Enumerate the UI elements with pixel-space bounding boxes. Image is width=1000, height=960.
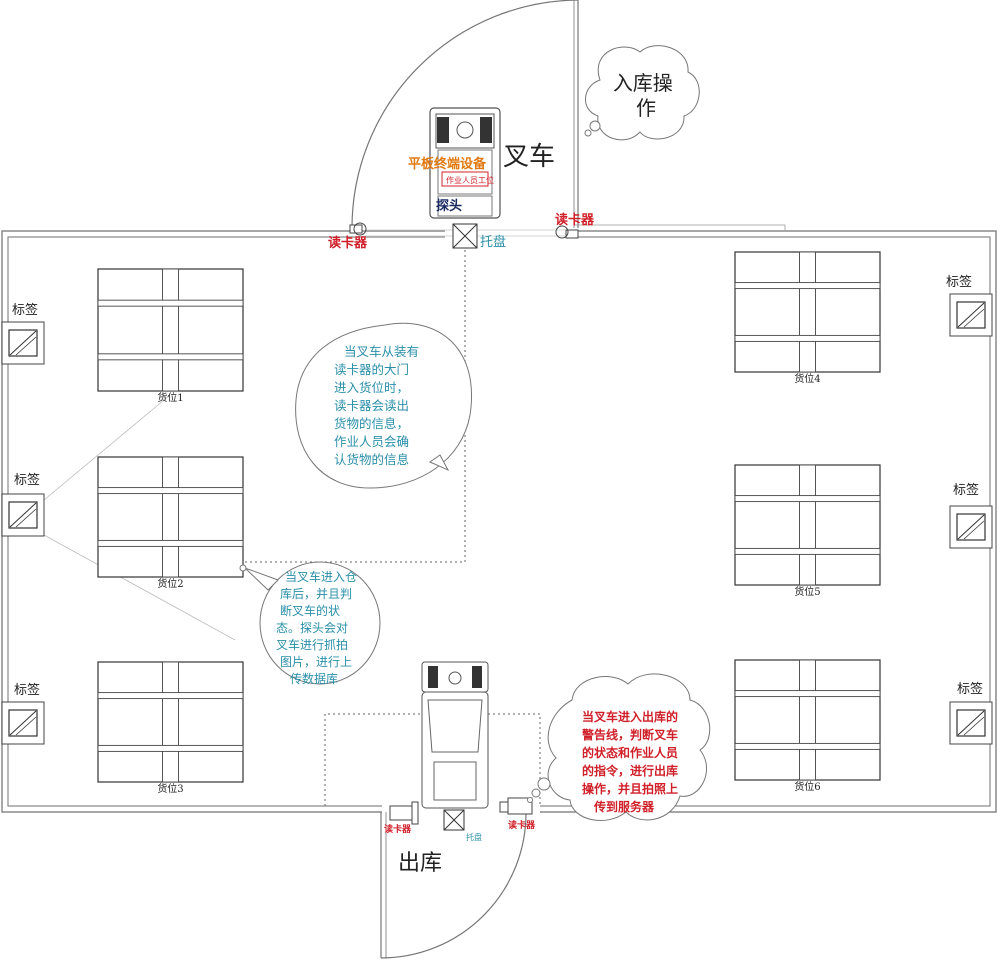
- top-reader-left-label: 读卡器: [328, 235, 368, 251]
- wheel: [437, 117, 449, 143]
- wall-tag-label-3: 标签: [14, 682, 40, 698]
- slot-label-4: 货位4: [794, 372, 820, 385]
- tag-connectors: [43, 394, 236, 641]
- storage-slot-5: 货位5: [734, 464, 881, 598]
- storage-slot-1: 货位1: [97, 268, 244, 404]
- top-reader-right-label: 读卡器: [555, 212, 595, 228]
- slot-label-2: 货位2: [157, 577, 183, 590]
- probe-bubble: [239, 561, 381, 685]
- slot-label-5: 货位5: [794, 585, 820, 598]
- probe-label: 探头: [436, 198, 462, 214]
- storage-slot-6: 货位6: [734, 659, 881, 793]
- wall-tag-label-4: 标签: [946, 274, 972, 290]
- bottom-reader-left-label: 读卡器: [384, 823, 412, 835]
- tablet-label: 平板终端设备: [408, 156, 487, 172]
- bottom-pallet-label: 托盘: [466, 832, 482, 842]
- entry-note-text: 当叉车从装有 读卡器的大门 进入货位时， 读卡器会读出 货物的信息， 作业人员会…: [334, 344, 423, 467]
- wheel: [428, 666, 438, 688]
- inbound-cloud: [584, 45, 700, 141]
- forklift-label: 叉车: [503, 142, 555, 172]
- inbound-cloud-text: 入库操 作: [613, 71, 679, 120]
- bottom-reader-right-label: 读卡器: [508, 819, 536, 831]
- wall-tag-6: 标签: [949, 681, 993, 745]
- storage-slot-3: 货位3: [97, 661, 244, 795]
- bottom-forklift: [421, 661, 489, 831]
- wall-tag-4: 标签: [946, 274, 993, 337]
- wall-tag-label-6: 标签: [957, 681, 983, 697]
- top-pallet-label: 托盘: [480, 234, 506, 250]
- bottom-reader-left: [389, 801, 419, 825]
- storage-slot-4: 货位4: [734, 251, 881, 385]
- bottom-reader-right: [499, 797, 533, 815]
- entry-bubble: [295, 322, 472, 489]
- wall-tag-label-2: 标签: [14, 472, 40, 488]
- wall-tag-2: 标签: [1, 472, 45, 537]
- exit-cloud: [527, 673, 711, 821]
- bottom-door-swing: [380, 811, 527, 959]
- wheel: [480, 117, 492, 143]
- slot-label-1: 货位1: [157, 391, 183, 404]
- top-forklift: [429, 107, 501, 249]
- wall-tag-label-5: 标签: [953, 482, 979, 498]
- exit-label: 出库: [398, 851, 442, 876]
- wall-tag-label-1: 标签: [12, 302, 38, 318]
- wall-tag-3: 标签: [1, 682, 45, 745]
- slot-label-3: 货位3: [157, 782, 183, 795]
- top-reader-right: [555, 225, 579, 239]
- worker-label: 作业人员工位: [446, 175, 494, 185]
- wall-tag-1: 标签: [1, 302, 45, 365]
- storage-slot-2: 货位2: [97, 456, 244, 590]
- exit-note-text: 当叉车进入出库的 警告线，判断叉车 的状态和作业人员 的指令，进行出库 操作，并…: [581, 709, 682, 814]
- dotted-paths: [245, 250, 541, 806]
- storage-slots: 货位1 货位2 货位3 货位4 货位5 货位6: [97, 251, 881, 795]
- wall-tag-5: 标签: [949, 482, 993, 549]
- probe-note-text: 当叉车进入仓 库后，并且判 断叉车的状 态。探头会对 叉车进行抓拍 图片，进行上…: [276, 569, 361, 686]
- wheel: [472, 666, 482, 688]
- top-reader-left: [349, 222, 367, 236]
- top-door-swing: [351, 0, 579, 229]
- slot-label-6: 货位6: [794, 780, 820, 793]
